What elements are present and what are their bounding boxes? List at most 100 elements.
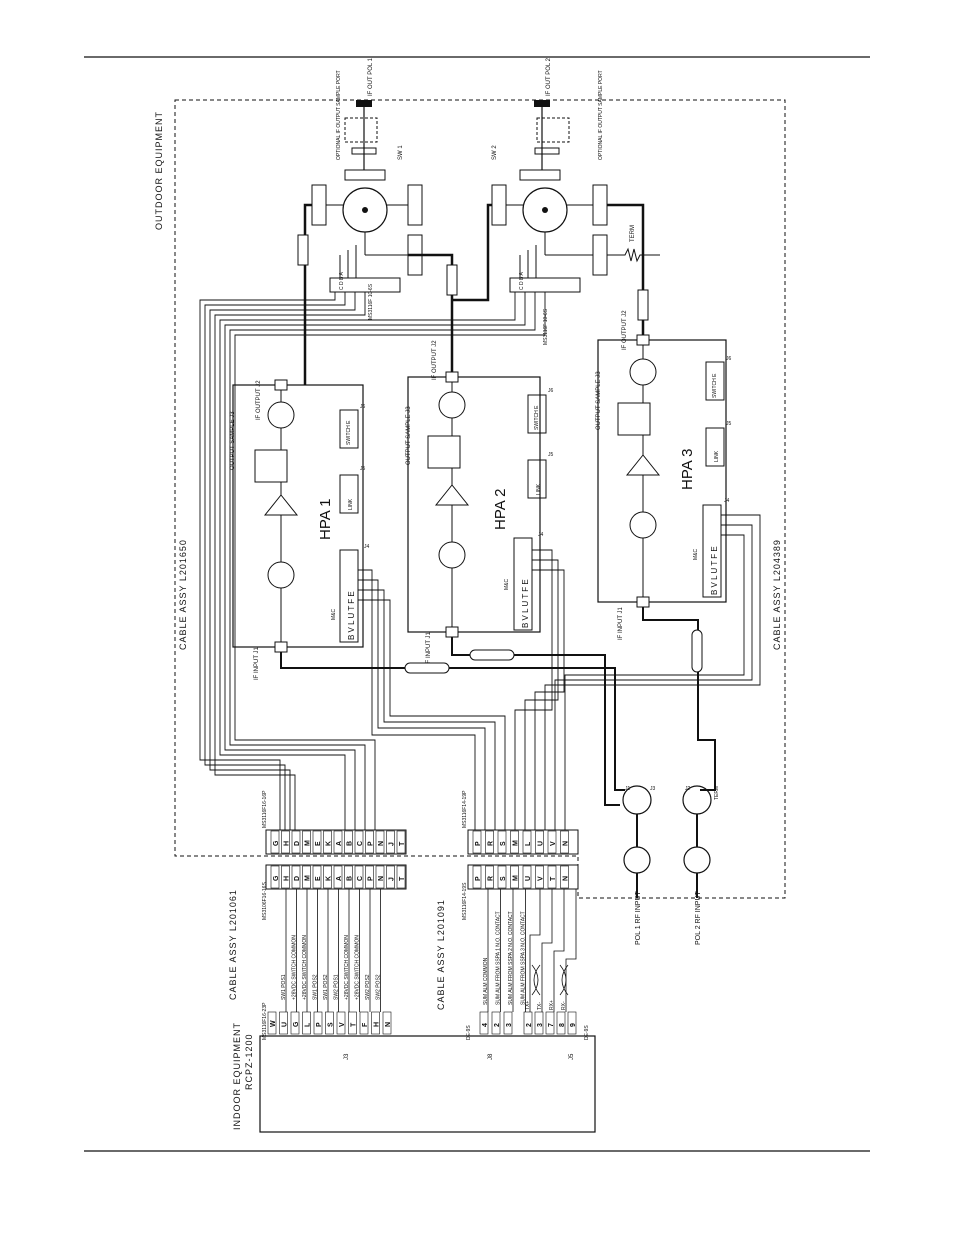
- sw1-label: SW 1: [398, 145, 404, 160]
- pin-bottom-outdoor: S: [500, 841, 507, 846]
- pin-bottom-indoor: T: [550, 876, 557, 881]
- pin-top-indoor-cell: [396, 865, 406, 889]
- pin-top-indoor: H: [284, 876, 291, 881]
- hpa3-output: IF OUTPUT J2: [622, 310, 628, 350]
- indoor-j3-pin-cell: [313, 1011, 323, 1035]
- hpa3-j5: J5: [726, 421, 732, 427]
- pin-bottom-indoor-cell: [547, 865, 557, 889]
- hpa1-j5: J5: [360, 466, 366, 472]
- hpa3-sample: OUTPUT SAMPLE J3: [596, 371, 602, 430]
- pin-bottom-outdoor: M: [513, 840, 520, 846]
- pin-bottom-outdoor-cell: [535, 830, 544, 854]
- hpa3-mc: M&C: [693, 549, 699, 561]
- indoor-j3-pin: P: [316, 1022, 323, 1027]
- if-out-pol2: IF OUT POL 2: [534, 57, 552, 170]
- pin-top-indoor: B: [347, 876, 354, 881]
- outdoor-equipment-label: OUTDOOR EQUIPMENT: [154, 111, 164, 230]
- indoor-j5-pin: 9: [570, 1023, 577, 1027]
- wire-top-label: SW1 POS2: [323, 974, 329, 1000]
- indoor-j3-pin: V: [339, 1022, 346, 1027]
- pin-top-indoor-cell: [386, 865, 395, 889]
- pin-top-outdoor-cell: [270, 830, 280, 854]
- pin-top-indoor-cell: [375, 865, 385, 889]
- serial-label: RX-: [561, 1001, 567, 1010]
- indoor-j3-pin: L: [305, 1022, 312, 1027]
- pin-top-indoor-cell: [323, 865, 332, 889]
- indoor-j3-pin-cell: [359, 1011, 369, 1035]
- pin-top-outdoor-cell: [333, 830, 343, 854]
- indoor-j5-pin: 3: [537, 1023, 544, 1027]
- wire-serial: [553, 889, 565, 1012]
- wire-top-label: SW1 POS1: [281, 974, 287, 1000]
- pin-top-outdoor-cell: [344, 830, 353, 854]
- pin-bottom-outdoor-cell: [485, 830, 494, 854]
- wire-bottom-label: SUM ALM FROM SSPA 3 N.O. CONTACT: [521, 911, 527, 1005]
- hpa2-input: IF INPUT J1: [426, 631, 432, 665]
- hpa2-link: LINK: [536, 483, 542, 495]
- pin-top-indoor-cell: [365, 865, 374, 889]
- wire-bottom-label: SUM ALM FROM SSPA 1 N.O. CONTACT: [496, 911, 502, 1005]
- indoor-j3-pin-cell: [371, 1011, 380, 1035]
- pin-top-outdoor-cell: [386, 830, 395, 854]
- rf-hpa3-input: [642, 607, 716, 791]
- indoor-equipment-label: INDOOR EQUIPMENT: [232, 1022, 242, 1130]
- indoor-j8-pn: DE-9S: [466, 1025, 472, 1040]
- pin-top-indoor-cell: [344, 865, 353, 889]
- hpa2-switch: SWITCH E: [534, 405, 540, 430]
- pin-bottom-outdoor: P: [475, 841, 482, 846]
- pin-top-indoor-cell: [333, 865, 343, 889]
- rf-cable-hpa1-sw1: [303, 203, 312, 385]
- hpa3-name: HPA 3: [679, 449, 696, 490]
- serial-label: TX+: [525, 1001, 531, 1010]
- connector-bottom-indoor-pn: MS3116F14-19S: [462, 882, 468, 920]
- pin-bottom-outdoor-cell: [547, 830, 557, 854]
- pin-top-indoor-cell: [302, 865, 311, 889]
- sample-port-sw1-label: OPTIONAL IF OUTPUT SAMPLE PORT: [336, 70, 342, 160]
- sw2-label: SW 2: [492, 145, 498, 160]
- wire-top-label: SW2 POS2: [376, 974, 382, 1000]
- pin-top-indoor-cell: [354, 865, 364, 889]
- cable-assy-main-label: CABLE ASSY L201650: [178, 539, 188, 650]
- serial-label: RX+: [549, 1000, 555, 1010]
- if-out-pol2-label: IF OUT POL 2: [546, 57, 552, 96]
- pin-bottom-indoor-cell: [497, 865, 507, 889]
- hpa1-input: IF INPUT J1: [254, 646, 260, 680]
- pin-top-indoor: E: [315, 876, 322, 881]
- wire-top-label: SW2 POS2: [365, 974, 371, 1000]
- indoor-j3-pin-cell: [348, 1011, 357, 1035]
- pin-bottom-outdoor: N: [563, 841, 570, 846]
- wire-bottom-label: SUM ALM COMMON: [483, 957, 489, 1005]
- pin-top-indoor: P: [368, 876, 375, 881]
- pin-top-outdoor-cell: [291, 830, 301, 854]
- indoor-j8-pin: 3: [506, 1023, 513, 1027]
- sample-port-sw1: [344, 117, 378, 143]
- indoor-j3-pin: G: [293, 1021, 300, 1027]
- pin-top-outdoor: G: [273, 840, 280, 846]
- pin-bottom-indoor: R: [488, 876, 495, 881]
- indoor-j8-pin-cell: [503, 1011, 513, 1035]
- hpa1-sample: OUTPUT SAMPLE J3: [230, 411, 236, 470]
- splitter-j1: J1: [625, 786, 631, 792]
- pin-top-outdoor: A: [336, 841, 343, 846]
- hpa1-j4: J4: [364, 544, 370, 550]
- pin-bottom-outdoor: V: [550, 841, 557, 846]
- rf-hpa1-input: [280, 652, 625, 791]
- wire-top-label: +28VDC SWITCH COMMON: [344, 935, 350, 1000]
- pin-top-outdoor-cell: [302, 830, 311, 854]
- pin-top-outdoor-cell: [354, 830, 364, 854]
- pin-top-outdoor-cell: [323, 830, 332, 854]
- indoor-j5-pin: 2: [526, 1023, 533, 1027]
- indoor-j3-pin-cell: [279, 1011, 288, 1035]
- wire-top-label: +28VDC SWITCH COMMON: [302, 935, 308, 1000]
- hpa1-j6: J6: [360, 404, 366, 410]
- pin-top-outdoor-cell: [375, 830, 385, 854]
- pin-top-outdoor: M: [305, 840, 312, 846]
- sample-port-sw2: [536, 117, 570, 143]
- rf-input-pol2: POL 2 RF INPUT: [695, 890, 702, 945]
- pin-top-indoor: A: [336, 876, 343, 881]
- pin-bottom-indoor-cell: [485, 865, 494, 889]
- hpa2-j4: J4: [538, 532, 544, 538]
- pin-top-outdoor-cell: [281, 830, 290, 854]
